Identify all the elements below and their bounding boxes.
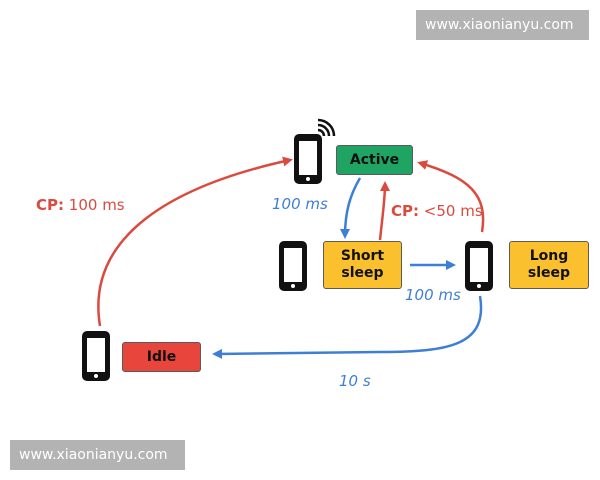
label-short-sleep-to-long-sleep: 100 ms bbox=[405, 286, 461, 304]
arrow-short-sleep-to-active bbox=[378, 181, 390, 241]
label-active-to-short-sleep: 100 ms bbox=[272, 195, 328, 213]
label-idle-to-active-key: CP: bbox=[36, 196, 65, 214]
label-long-sleep-to-idle: 10 s bbox=[339, 372, 371, 390]
phone-icon bbox=[465, 241, 493, 291]
label-idle-to-active: CP: 100 ms bbox=[36, 196, 125, 214]
label-short-sleep-to-active-value: <50 ms bbox=[423, 202, 483, 220]
label-short-sleep-to-active-key: CP: bbox=[391, 202, 420, 220]
arrow-idle-to-active bbox=[97, 156, 293, 327]
label-idle-to-active-value: 100 ms bbox=[68, 196, 125, 214]
phone-icon bbox=[82, 331, 110, 381]
arrow-long-sleep-to-idle bbox=[212, 295, 483, 359]
state-idle: Idle bbox=[122, 342, 201, 372]
phone-icon bbox=[279, 241, 307, 291]
state-long-sleep: Long sleep bbox=[509, 241, 589, 289]
state-active-label: Active bbox=[349, 151, 400, 168]
state-long-sleep-line2: sleep bbox=[527, 265, 571, 281]
arrow-long-sleep-to-active bbox=[417, 160, 485, 233]
watermark-top: www.xiaonianyu.com bbox=[416, 10, 589, 40]
label-short-sleep-to-active: CP: <50 ms bbox=[391, 202, 483, 220]
state-short-sleep-line2: sleep bbox=[341, 265, 384, 281]
state-active: Active bbox=[336, 145, 413, 175]
phone-with-signal-icon bbox=[294, 118, 336, 184]
state-long-sleep-line1: Long bbox=[529, 248, 569, 264]
state-short-sleep: Short sleep bbox=[323, 241, 402, 289]
state-idle-label: Idle bbox=[146, 348, 177, 365]
arrow-active-to-short-sleep bbox=[340, 177, 362, 239]
watermark-bottom: www.xiaonianyu.com bbox=[10, 440, 185, 470]
state-short-sleep-line1: Short bbox=[340, 248, 385, 264]
